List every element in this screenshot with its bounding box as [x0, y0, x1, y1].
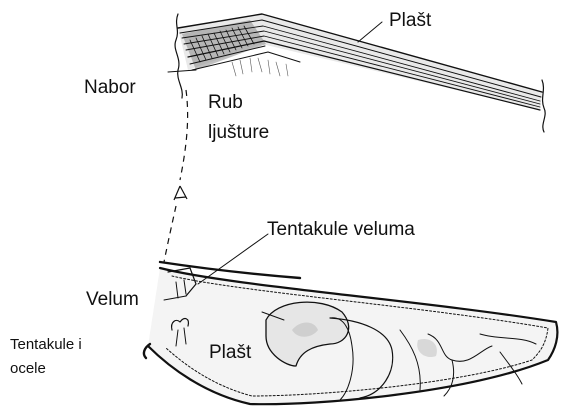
label-tentakule-i-ocele-line2: ocele: [10, 361, 46, 376]
connector-dashed: [164, 90, 188, 262]
lower-section: [144, 234, 558, 404]
label-tentakule-i-ocele-line1: Tentakule i: [10, 337, 82, 352]
label-plast-top: Plašt: [389, 11, 431, 30]
label-tentakule-veluma: Tentakule veluma: [267, 220, 415, 239]
label-velum: Velum: [86, 290, 139, 309]
label-plast-bottom: Plašt: [209, 343, 251, 362]
label-nabor: Nabor: [84, 78, 136, 97]
label-rub-line2: ljušture: [208, 123, 269, 142]
label-rub-line1: Rub: [208, 93, 243, 112]
upper-shell-fragment: [168, 14, 545, 132]
